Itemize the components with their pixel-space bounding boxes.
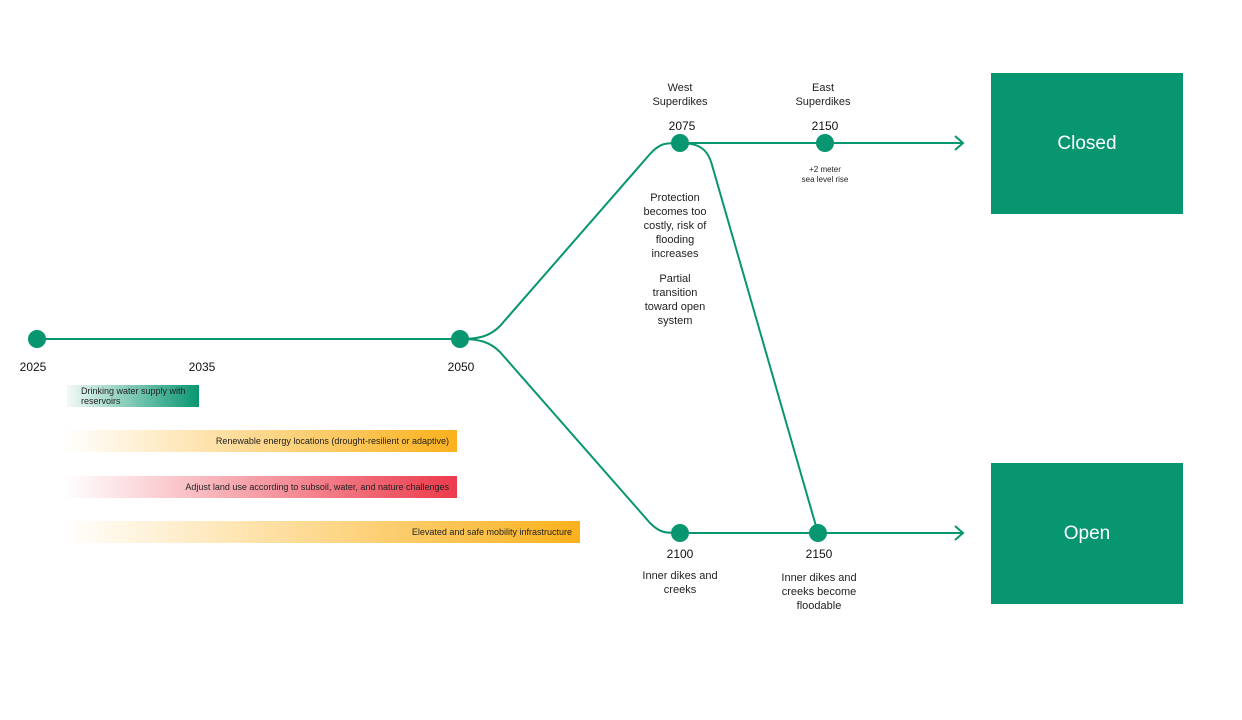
protection-note: Protection becomes too costly, risk of f… (643, 192, 707, 260)
east-superdikes-label: East Superdikes (795, 82, 851, 108)
sea-level-note: +2 meter sea level rise (801, 165, 849, 184)
year-2025: 2025 (19, 360, 47, 374)
inner-dikes-label: Inner dikes and creeks (642, 570, 718, 596)
closed-arrow-head (954, 135, 965, 151)
inner-floodable-label: Inner dikes and creeks become floodable (781, 572, 857, 612)
bar-renewable-energy: Renewable energy locations (drought-resi… (63, 430, 457, 452)
year-2050: 2050 (447, 360, 475, 374)
year-2150-bottom: 2150 (805, 547, 833, 561)
open-arrow-head (954, 525, 965, 541)
node-2050 (451, 330, 469, 348)
node-2025 (28, 330, 46, 348)
node-2075 (671, 134, 689, 152)
bar-mobility: Elevated and safe mobility infrastructur… (63, 521, 580, 543)
west-superdikes-label: West Superdikes (652, 82, 708, 108)
bar-drinking-water: Drinking water supply with reservoirs (67, 385, 199, 407)
partial-transition-note: Partial transition toward open system (644, 273, 706, 327)
branch-lower-path (459, 338, 681, 534)
year-2100: 2100 (666, 547, 694, 561)
year-2150-top: 2150 (811, 119, 839, 133)
year-2075: 2075 (668, 119, 696, 133)
year-2035: 2035 (188, 360, 216, 374)
node-2150-top (816, 134, 834, 152)
closed-outcome-box: Closed (991, 73, 1183, 214)
node-2150-bottom (809, 524, 827, 542)
branch-upper-path (459, 142, 681, 340)
bar-land-use: Adjust land use according to subsoil, wa… (63, 476, 457, 498)
node-2100 (671, 524, 689, 542)
open-outcome-box: Open (991, 463, 1183, 604)
